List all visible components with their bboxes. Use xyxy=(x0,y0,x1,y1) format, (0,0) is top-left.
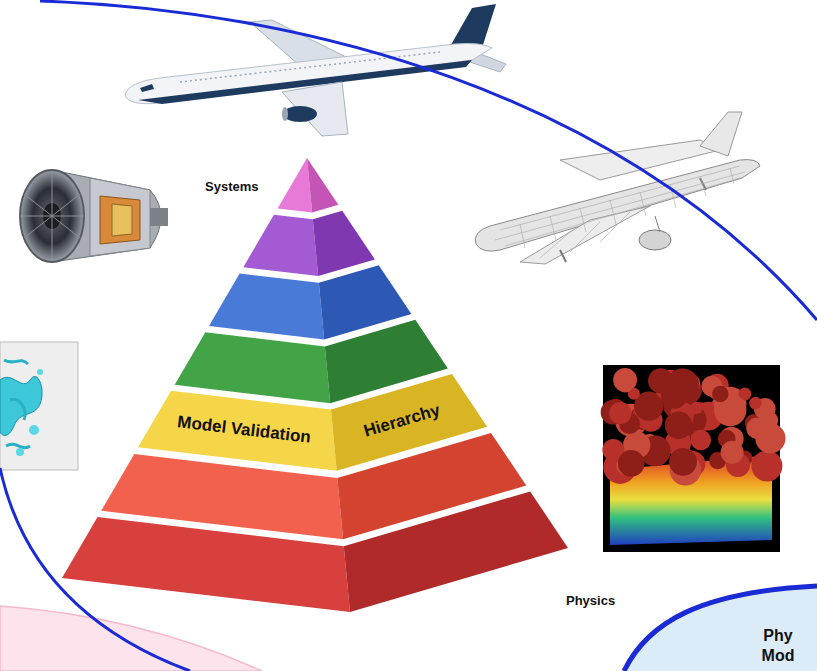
pyramid-layer xyxy=(62,517,350,612)
pyramid-layer xyxy=(344,491,568,612)
region-fill xyxy=(0,606,262,671)
region-fill xyxy=(624,586,817,671)
pyramid-layer xyxy=(209,274,324,340)
boundary-curve xyxy=(40,1,817,320)
pyramid-layer xyxy=(175,332,331,403)
flame-blob xyxy=(609,402,631,424)
airliner-illustration xyxy=(125,4,506,136)
combustion-image xyxy=(601,365,786,552)
engine-illustration xyxy=(20,170,168,262)
pyramid xyxy=(62,158,568,612)
flame-blob xyxy=(751,451,782,482)
turbulence-image xyxy=(0,342,78,470)
mesh-airplane-illustration xyxy=(475,112,760,264)
flame-blob xyxy=(721,441,744,464)
flame-blob xyxy=(690,402,702,414)
flame-blob xyxy=(669,448,697,476)
figure-label: Systems xyxy=(205,179,258,194)
flame-blob xyxy=(690,430,711,451)
flame-blob xyxy=(763,433,778,448)
band-face xyxy=(138,391,337,471)
flame-blob xyxy=(665,412,692,439)
node-text: Phy Mod xyxy=(752,626,804,666)
flame-blob xyxy=(759,420,772,433)
flame-blob xyxy=(749,397,762,410)
pyramid-band: Model ValidationHierarchy xyxy=(138,374,487,471)
pyramid-layer xyxy=(278,158,313,212)
band-face xyxy=(331,374,487,471)
flame-blob xyxy=(617,376,633,392)
flame-blob xyxy=(661,382,687,408)
flame-blob xyxy=(712,386,728,402)
figure-label: Physics xyxy=(566,593,615,608)
pyramid-layer xyxy=(307,158,338,212)
pyramid-layer xyxy=(313,211,375,276)
model-region: Phy Mod xyxy=(620,580,817,671)
region-border xyxy=(624,586,817,671)
flame-blob xyxy=(618,450,645,477)
pyramid-layer xyxy=(243,215,318,276)
